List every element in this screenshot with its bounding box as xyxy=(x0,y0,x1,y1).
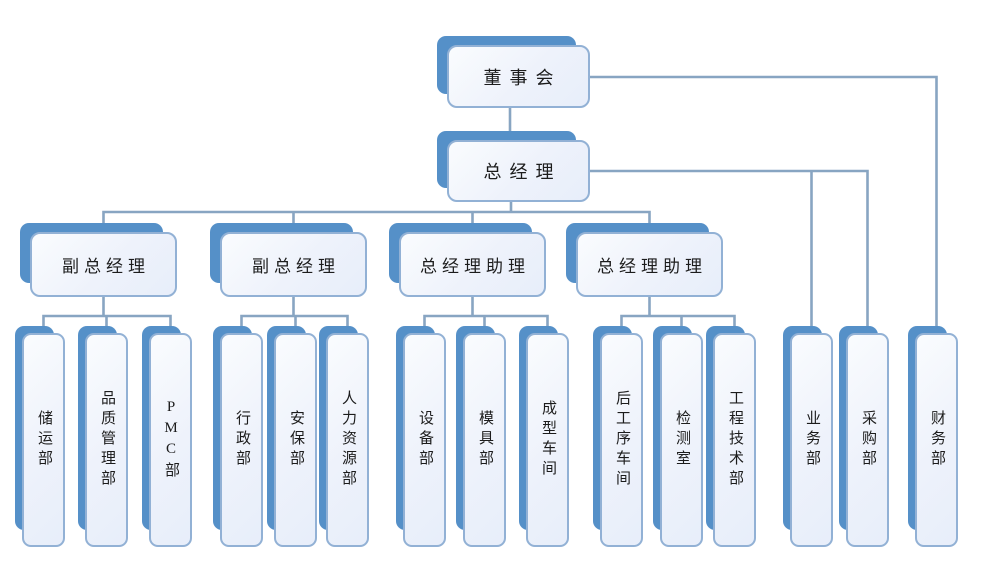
node-dept-security-label: 安保部 xyxy=(288,410,304,470)
connector-gm-business-purchasing xyxy=(589,169,869,336)
connector-gm-managers xyxy=(102,201,651,235)
node-general-manager-label: 总经理 xyxy=(483,162,562,182)
connector-board-finance xyxy=(589,75,938,336)
node-dept-admin: 行政部 xyxy=(213,326,263,547)
node-dept-pmc-label: PMC部 xyxy=(163,398,179,482)
node-gm-assistant-2: 总经理助理 xyxy=(566,223,723,297)
node-dept-engineering: 工程技术部 xyxy=(706,326,756,547)
node-dept-storage-label: 储运部 xyxy=(36,410,52,470)
node-dept-inspection-room-label: 检测室 xyxy=(674,410,690,470)
node-dept-mold-label: 模具部 xyxy=(477,410,493,470)
node-general-manager: 总经理 xyxy=(437,131,590,202)
node-deputy-gm-2: 副总经理 xyxy=(210,223,367,297)
node-dept-hr-label: 人力资源部 xyxy=(340,390,356,490)
node-dept-business: 业务部 xyxy=(783,326,833,547)
node-dept-equipment-label: 设备部 xyxy=(417,410,433,470)
node-dept-quality-label: 品质管理部 xyxy=(99,390,115,490)
node-dept-storage: 储运部 xyxy=(15,326,65,547)
node-dept-molding-workshop-label: 成型车间 xyxy=(540,400,556,480)
node-dept-hr: 人力资源部 xyxy=(319,326,369,547)
node-dept-molding-workshop: 成型车间 xyxy=(519,326,569,547)
node-dept-security: 安保部 xyxy=(267,326,317,547)
node-gm-assistant-1: 总经理助理 xyxy=(389,223,546,297)
node-dept-equipment: 设备部 xyxy=(396,326,446,547)
node-dept-engineering-label: 工程技术部 xyxy=(727,390,743,490)
node-deputy-gm-2-label: 副总经理 xyxy=(252,257,340,276)
node-dept-purchasing: 采购部 xyxy=(839,326,889,547)
node-dept-post-process-workshop-label: 后工序车间 xyxy=(614,390,630,490)
node-deputy-gm-1: 副总经理 xyxy=(20,223,177,297)
node-dept-finance-label: 财务部 xyxy=(929,410,945,470)
node-gm-assistant-1-label: 总经理助理 xyxy=(420,257,530,276)
node-gm-assistant-2-label: 总经理助理 xyxy=(597,257,707,276)
node-dept-inspection-room: 检测室 xyxy=(653,326,703,547)
node-dept-quality: 品质管理部 xyxy=(78,326,128,547)
node-dept-purchasing-label: 采购部 xyxy=(860,410,876,470)
node-board: 董事会 xyxy=(437,36,590,108)
node-dept-finance: 财务部 xyxy=(908,326,958,547)
node-dept-business-label: 业务部 xyxy=(804,410,820,470)
node-board-label: 董事会 xyxy=(483,67,562,88)
node-deputy-gm-1-label: 副总经理 xyxy=(62,257,150,276)
node-dept-admin-label: 行政部 xyxy=(234,410,250,470)
node-dept-mold: 模具部 xyxy=(456,326,506,547)
node-dept-post-process-workshop: 后工序车间 xyxy=(593,326,643,547)
node-dept-pmc: PMC部 xyxy=(142,326,192,547)
